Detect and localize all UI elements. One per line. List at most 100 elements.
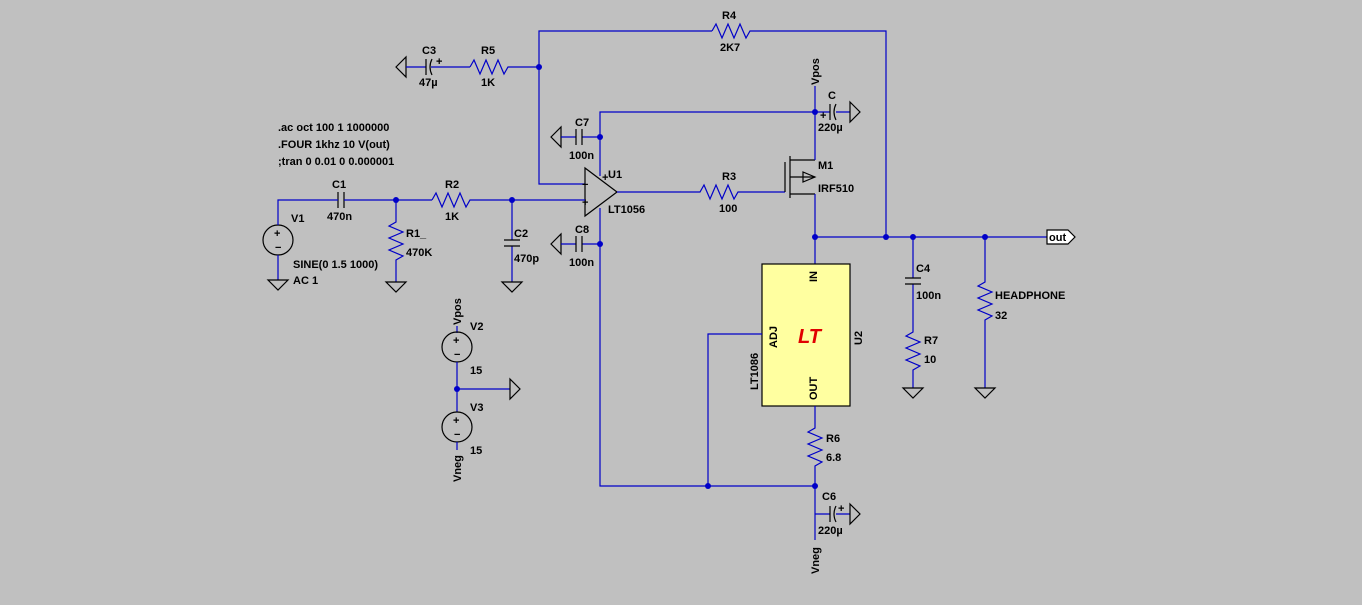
svg-text:+: + [453, 335, 459, 347]
vneg-net-label-supply: Vneg [452, 455, 464, 482]
ground-symbol-headphone [973, 387, 997, 399]
tran-directive: ;tran 0 0.01 0 0.000001 [278, 156, 394, 168]
svg-text:R5: R5 [481, 45, 495, 57]
u2-adj-wire [707, 333, 762, 486]
r7-resistor[interactable]: R7 10 [901, 314, 938, 399]
c6-capacitor[interactable]: + C6 220µ [815, 491, 861, 537]
ground-symbol-c2 [500, 281, 524, 293]
c4-capacitor[interactable]: C4 100n [905, 237, 941, 314]
feedback-wire [538, 30, 712, 67]
opamp-vpos-wire [599, 111, 815, 176]
four-directive: .FOUR 1khz 10 V(out) [278, 139, 390, 151]
r6-resistor[interactable]: R6 6.8 [806, 406, 841, 486]
linear-tech-logo: LT [798, 326, 823, 348]
ac-directive: .ac oct 100 1 1000000 [278, 122, 389, 134]
svg-text:+: + [453, 415, 459, 427]
ground-symbol-r7 [901, 387, 925, 399]
svg-text:+: + [274, 228, 280, 240]
ground-symbol-v1 [266, 279, 290, 291]
svg-text:1K: 1K [481, 77, 495, 89]
svg-text:C6: C6 [822, 491, 836, 503]
svg-text:V1: V1 [291, 213, 304, 225]
svg-text:47µ: 47µ [419, 77, 438, 89]
svg-text:out: out [1049, 232, 1066, 244]
svg-text:100n: 100n [569, 257, 594, 269]
c1-capacitor[interactable]: C1 470n [327, 179, 432, 223]
svg-text:+: + [838, 503, 844, 515]
vpos-net-label: Vpos [810, 58, 822, 85]
svg-text:C7: C7 [575, 117, 589, 129]
svg-text:+: + [820, 110, 826, 122]
svg-text:M1: M1 [818, 160, 833, 172]
svg-text:15: 15 [470, 445, 482, 457]
c2-capacitor[interactable]: C2 470p [500, 200, 539, 293]
svg-text:R6: R6 [826, 433, 840, 445]
r1-resistor[interactable]: R1_ 470K [384, 200, 432, 293]
svg-text:R4: R4 [722, 10, 737, 22]
svg-text:470n: 470n [327, 211, 352, 223]
ground-symbol-c7 [550, 125, 562, 149]
svg-text:U1: U1 [608, 169, 622, 181]
out-net-label: out [1046, 229, 1076, 245]
svg-text:LT1056: LT1056 [608, 204, 645, 216]
svg-text:OUT: OUT [808, 377, 820, 401]
m1-mosfet[interactable]: M1 IRF510 [784, 112, 854, 237]
svg-text:+: + [602, 172, 608, 184]
svg-text:LT1086: LT1086 [749, 353, 761, 390]
svg-text:−: − [454, 349, 460, 361]
ground-symbol-supply [509, 377, 521, 401]
c-capacitor[interactable]: + C 220µ [815, 90, 861, 134]
svg-text:R2: R2 [445, 179, 459, 191]
c3-capacitor[interactable]: + C3 47µ [395, 45, 470, 89]
svg-text:C8: C8 [575, 224, 589, 236]
vpos-net-label-supply: Vpos [452, 298, 464, 325]
svg-text:−: − [275, 242, 281, 254]
svg-text:100n: 100n [569, 150, 594, 162]
r5-resistor[interactable]: R5 1K [469, 45, 539, 89]
svg-text:+: + [582, 197, 588, 209]
svg-text:C2: C2 [514, 228, 528, 240]
svg-text:IRF510: IRF510 [818, 183, 854, 195]
ground-symbol-r1 [384, 281, 408, 293]
svg-text:100n: 100n [916, 290, 941, 302]
r3-resistor[interactable]: R3 100 [617, 171, 785, 215]
v3-source[interactable]: + − V3 15 [441, 402, 483, 457]
svg-text:32: 32 [995, 310, 1007, 322]
svg-text:220µ: 220µ [818, 122, 843, 134]
svg-text:AC 1: AC 1 [293, 275, 318, 287]
svg-text:6.8: 6.8 [826, 452, 841, 464]
svg-text:100: 100 [719, 203, 737, 215]
svg-text:ADJ: ADJ [768, 326, 780, 348]
opamp-vneg-wire [599, 208, 815, 487]
svg-text:2K7: 2K7 [720, 42, 740, 54]
headphone-resistor[interactable]: HEADPHONE 32 [973, 237, 1065, 399]
svg-text:R3: R3 [722, 171, 736, 183]
svg-text:−: − [582, 179, 588, 191]
v1-source[interactable]: + − V1 SINE(0 1.5 1000) AC 1 [262, 199, 378, 291]
r4-resistor[interactable]: R4 2K7 [711, 10, 887, 237]
svg-text:C: C [828, 90, 836, 102]
c7-capacitor[interactable]: C7 100n [550, 117, 600, 162]
c8-capacitor[interactable]: C8 100n [550, 224, 600, 269]
svg-text:470K: 470K [406, 247, 432, 259]
svg-text:470p: 470p [514, 253, 539, 265]
svg-text:V3: V3 [470, 402, 483, 414]
svg-text:C1: C1 [332, 179, 346, 191]
svg-text:10: 10 [924, 354, 936, 366]
svg-text:HEADPHONE: HEADPHONE [995, 290, 1065, 302]
u2-regulator[interactable]: IN ADJ OUT U2 LT1086 LT [749, 263, 865, 407]
svg-text:IN: IN [808, 271, 820, 282]
svg-text:U2: U2 [853, 331, 865, 345]
svg-text:R7: R7 [924, 335, 938, 347]
ground-symbol-c8 [550, 232, 562, 256]
v2-source[interactable]: + − V2 15 [441, 321, 483, 377]
vneg-net-label-bottom: Vneg [810, 547, 822, 574]
svg-text:C4: C4 [916, 263, 931, 275]
svg-text:15: 15 [470, 365, 482, 377]
svg-text:220µ: 220µ [818, 525, 843, 537]
u1-opamp[interactable]: − + + U1 LT1056 [582, 166, 645, 218]
inverting-input-wire [538, 67, 585, 185]
r2-resistor[interactable]: R2 1K [431, 179, 585, 223]
svg-text:−: − [454, 429, 460, 441]
supply-mid-wire [456, 362, 510, 412]
